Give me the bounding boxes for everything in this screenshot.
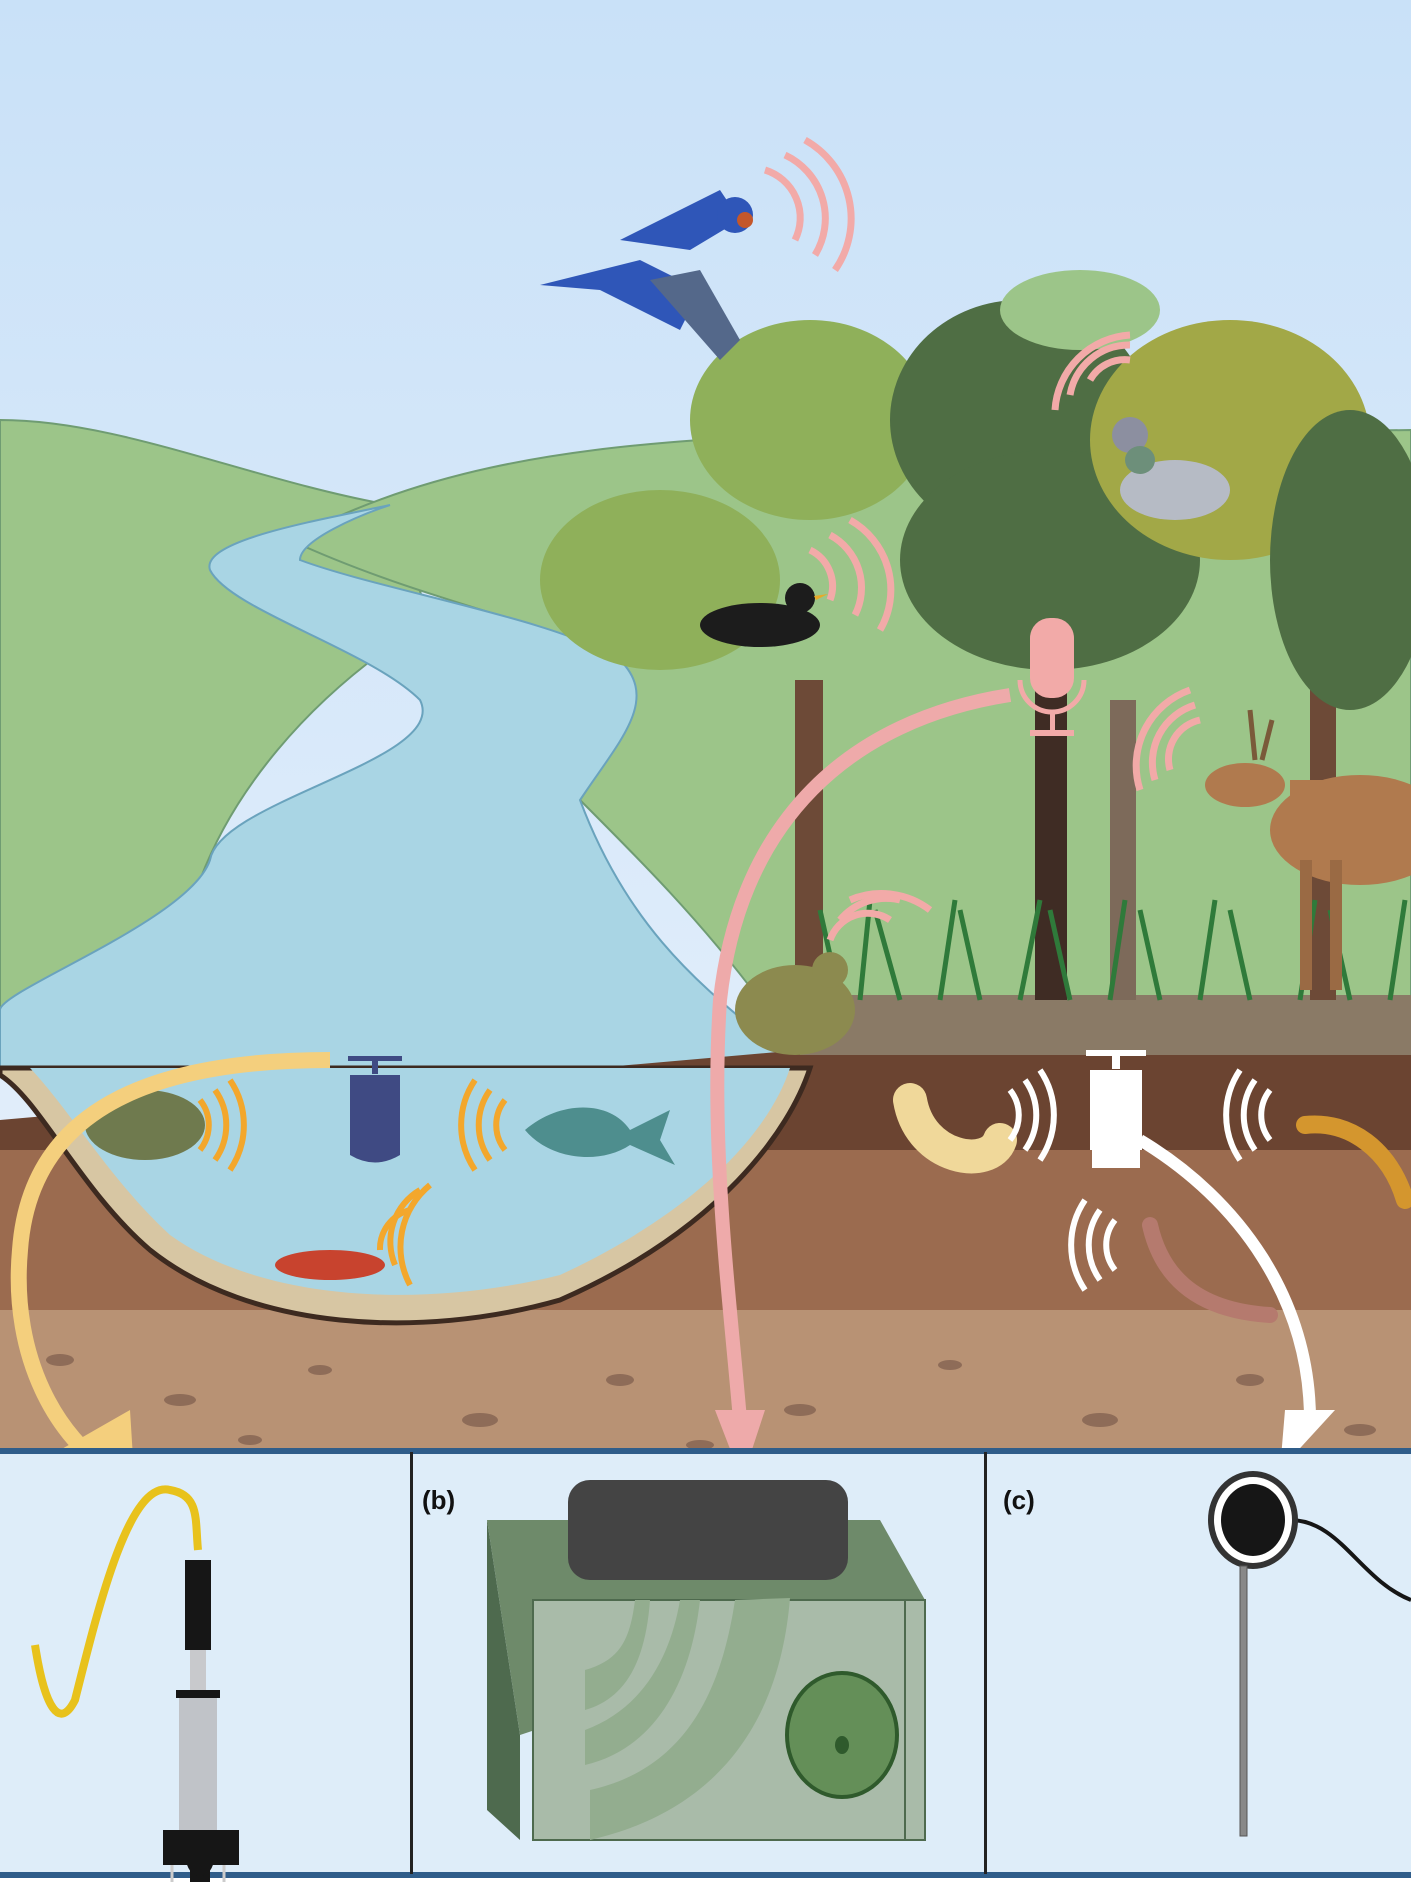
grub (893, 1083, 1017, 1174)
pigeon (1112, 417, 1230, 520)
earthworm (1142, 1217, 1278, 1323)
fish (525, 1107, 675, 1165)
panel-border-top (0, 1448, 1411, 1454)
crayfish (275, 1250, 385, 1280)
panel-divider (984, 1452, 987, 1874)
swallow (540, 190, 753, 360)
forest (540, 270, 1411, 1000)
microphone-icon (1017, 618, 1087, 736)
panel-divider (410, 1452, 413, 1874)
recorder-arrowhead (715, 1410, 765, 1480)
panel-border-bottom (0, 1872, 1411, 1878)
gravel-layer (0, 1310, 1411, 1460)
acoustic-recorder-device (487, 1480, 926, 1841)
terrestrial-sound-waves (763, 136, 1201, 942)
frog-on-bank (735, 952, 855, 1055)
soil-microphone-arrow (1136, 1134, 1316, 1421)
river (0, 504, 803, 1071)
soil-microphone-device (1208, 1471, 1411, 1837)
recorder-arrow (710, 688, 1012, 1421)
soil-microphone-icon (1086, 1050, 1146, 1168)
grass-strip (800, 995, 1411, 1055)
pebbles (46, 1354, 1376, 1450)
soil-sound-waves (1007, 1068, 1273, 1292)
mealworm (1296, 1115, 1411, 1209)
panel-label-c: (c) (1003, 1485, 1035, 1515)
roe-deer (1205, 709, 1411, 990)
hydrophone-device (31, 1485, 239, 1882)
blackbird (700, 583, 828, 647)
panel-label-b: (b) (422, 1485, 456, 1515)
hydrophone-arrow (10, 1052, 331, 1477)
aquatic-sound-waves (197, 1078, 508, 1287)
hydrophone-icon (348, 1056, 402, 1163)
